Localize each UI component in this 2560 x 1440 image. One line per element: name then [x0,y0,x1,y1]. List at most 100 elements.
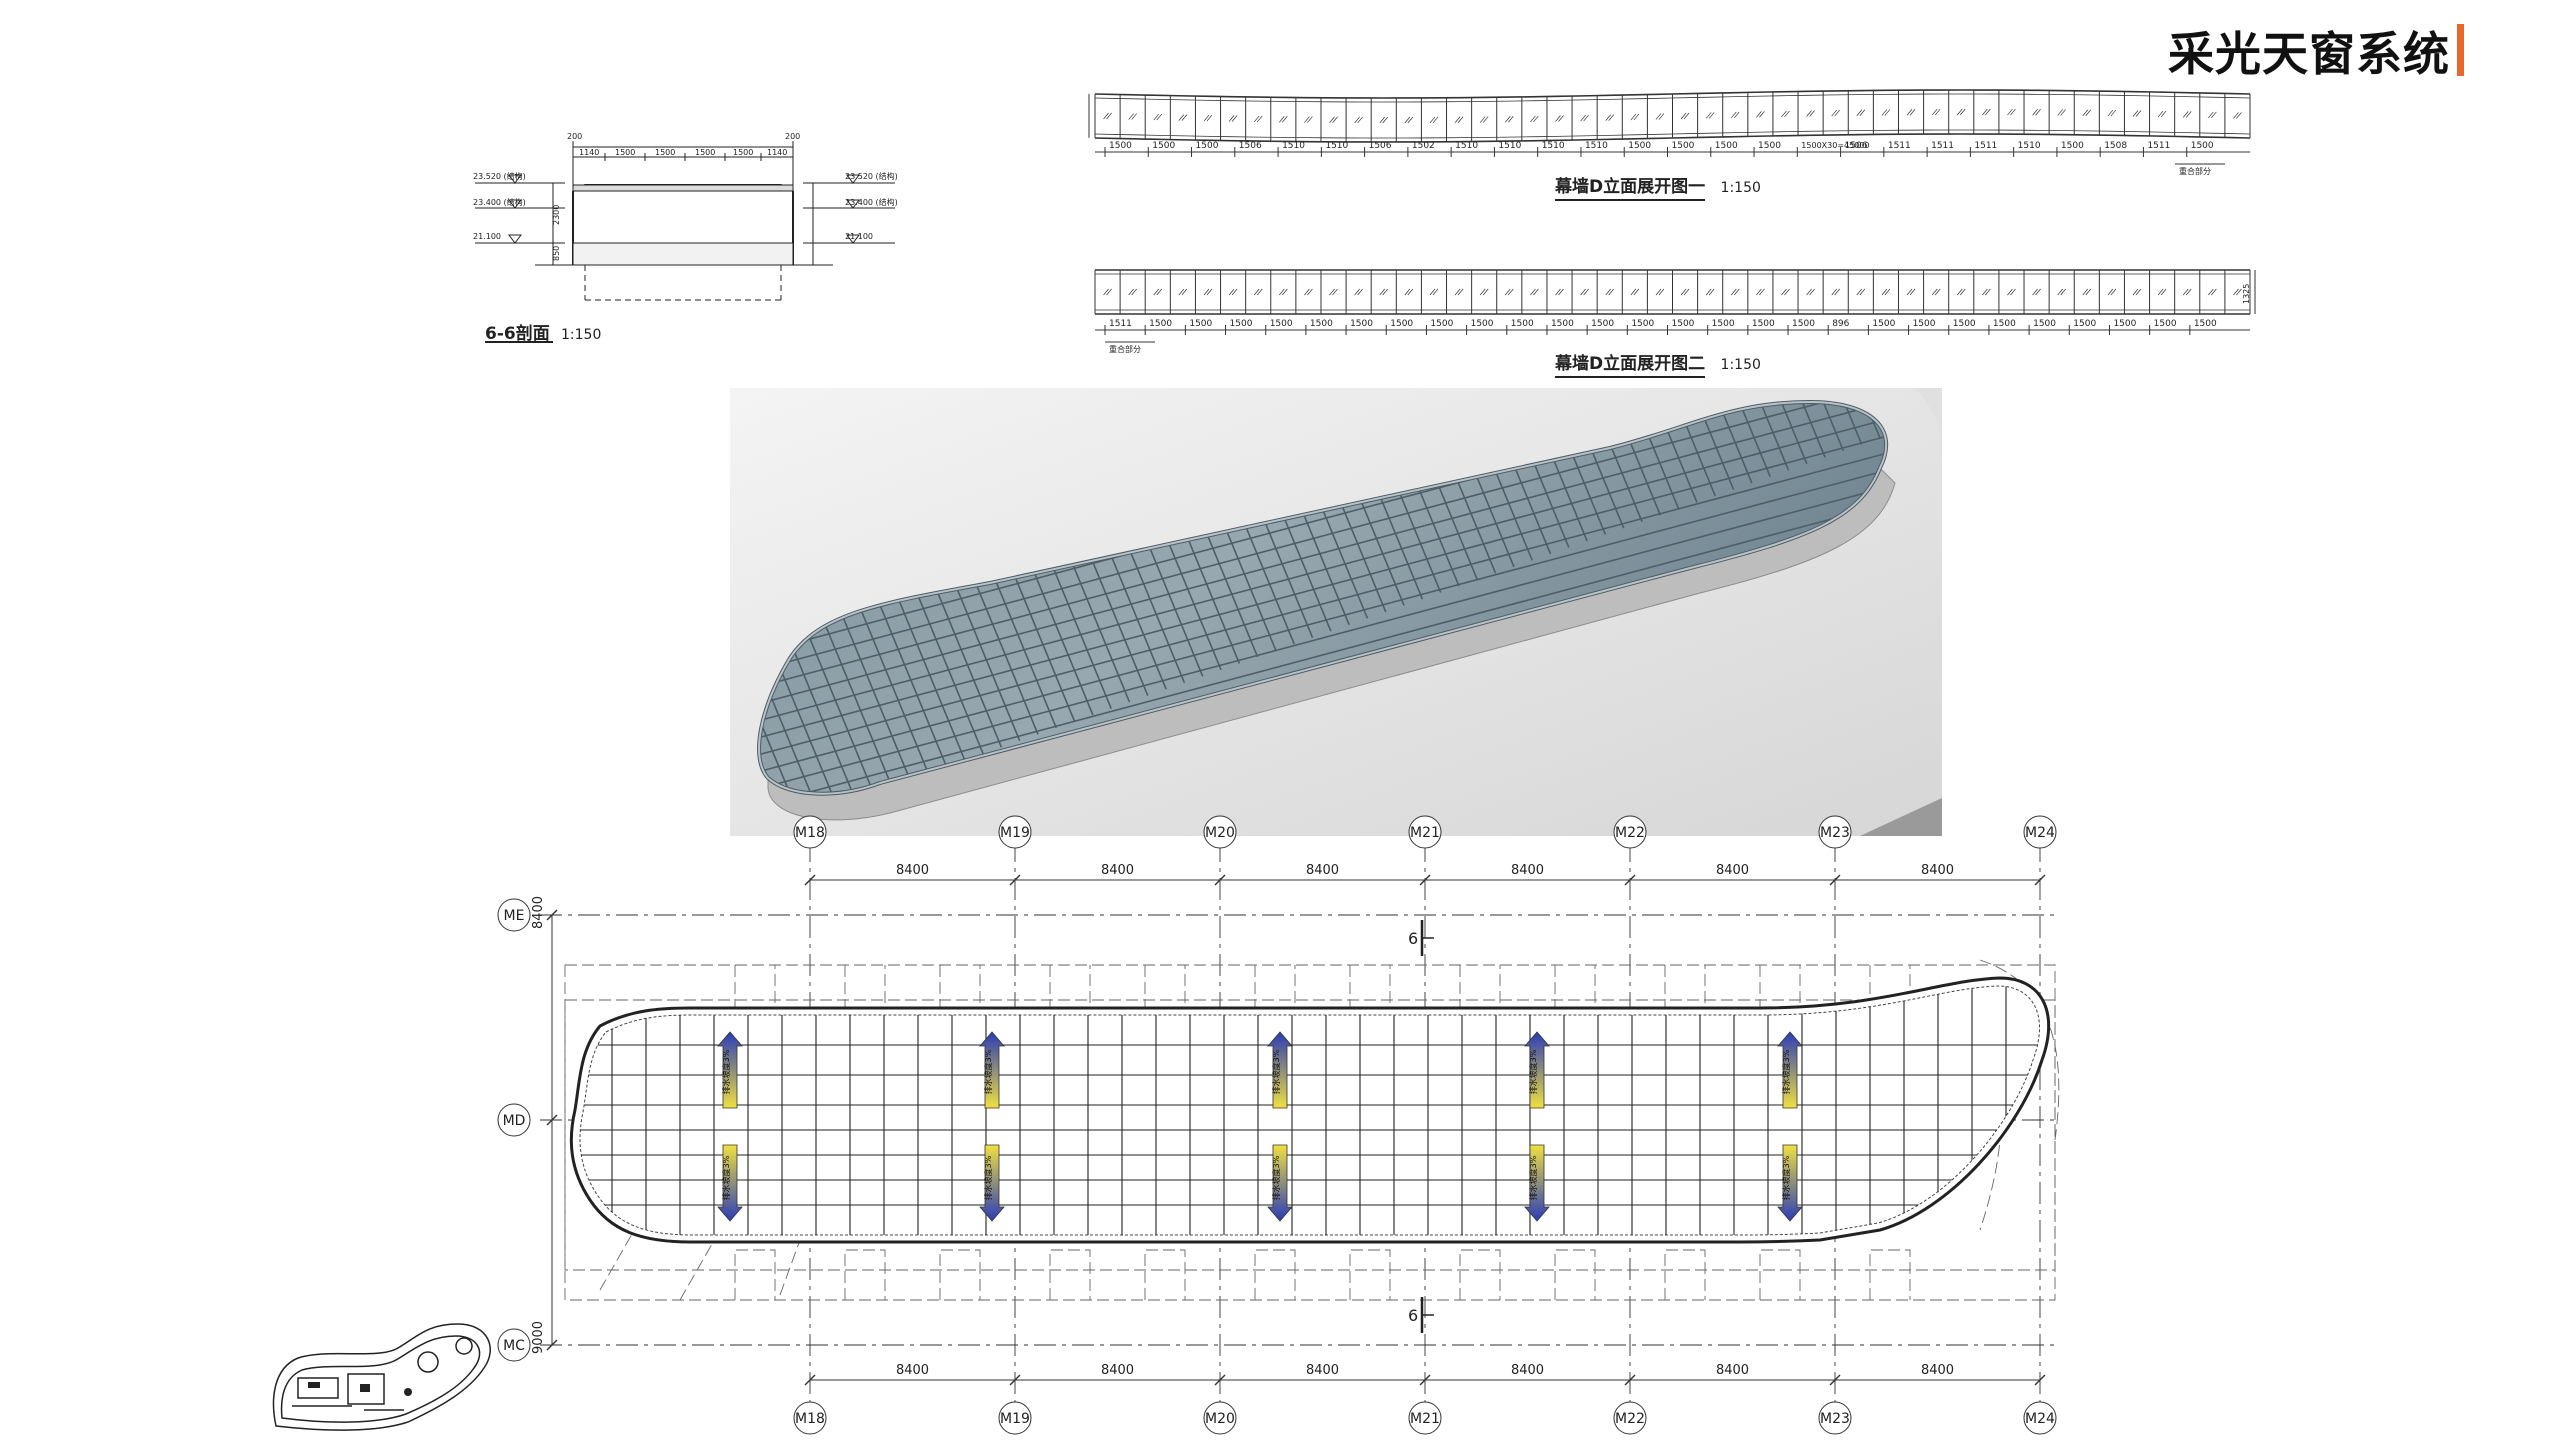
elevation-dimension-label: 1510 [1585,141,1608,151]
glass-hatch-mark [1658,288,1665,296]
glass-hatch-mark [2032,288,2038,296]
glass-hatch-mark [1128,288,1134,296]
elevation-dimension-label: 1506 [1239,141,1262,151]
dimension-tick [2034,1374,2046,1386]
elevation-dimension-label: 1500 [1471,319,1494,329]
structure-beam [1144,1249,1186,1300]
elevation-1-title: 幕墙D立面展开图一 [1555,177,1706,201]
glass-hatch-mark [1203,114,1210,122]
glass-hatch-mark [1505,116,1511,123]
glass-hatch-mark [1608,288,1614,296]
glass-hatch-mark [1231,115,1238,122]
elevation-dimension-label: 1500X30=45000 [1801,141,1869,150]
glass-hatch-mark [1379,288,1386,296]
glass-hatch-mark [1407,116,1414,124]
dimension-tick [1419,1374,1431,1386]
right-level-label: 23.520 (结构) [845,171,898,181]
dimension-tick [546,1339,558,1351]
skylight-3d-render [730,388,1942,836]
glass-hatch-mark [1131,113,1137,120]
elevation-dimension-label: 1500 [1758,141,1781,151]
skylight-outline [569,976,2051,1244]
glass-hatch-mark [1731,288,1737,296]
right-level-label: 23.400 (结构) [845,197,898,207]
elevation-dimension-label: 1506 [1369,141,1392,151]
elevation-dimension-label: 1508 [2104,141,2127,151]
slope-arrow-down [979,1144,1005,1222]
elevation-linework [1094,269,2256,343]
left-level-label: 21.100 [473,232,501,241]
glass-hatch-mark [2007,288,2013,296]
glass-hatch-mark [1558,115,1564,122]
glass-hatch-mark [1759,288,1765,296]
column-axis-bubble [2023,1401,2057,1435]
glass-hatch-mark [1508,116,1514,123]
glass-hatch-mark [2085,288,2092,296]
glass-hatch-mark [2160,110,2167,118]
row-dimension-label: 8400 [531,896,546,929]
glass-hatch-mark [1332,288,1338,296]
glass-hatch-mark [2182,111,2189,118]
column-axis-label: M23 [1820,1411,1850,1427]
section-dim: 1140 [579,148,599,157]
column-axis-label: M21 [1410,825,1440,841]
elevation-dimension-label: 1500 [1551,319,1574,329]
column-axis-label: M19 [1000,1411,1030,1427]
glass-hatch-mark [1959,108,1966,116]
column-axis-bubble [1203,1401,1237,1435]
glass-hatch-mark [2132,110,2139,117]
glass-hatch-mark [1959,288,1966,296]
glass-hatch-mark [1128,113,1134,120]
elevation-dimension-label: 1500 [1430,319,1453,329]
slope-arrow-up-label: 排水坡度3% [721,1049,731,1094]
section-dim: 1500 [695,148,715,157]
bay-dimension-label: 8400 [1921,1363,1954,1378]
column-axis-bubble [793,815,827,849]
glass-hatch-mark [2211,111,2217,119]
dimension-tick [1009,1374,1021,1386]
glass-hatch-mark [1580,288,1586,296]
glass-hatch-mark [1734,288,1740,296]
glass-hatch-mark [1756,111,1762,118]
glass-hatch-mark [1454,288,1461,296]
glass-hatch-mark [2107,109,2114,117]
glass-hatch-mark [1479,288,1486,296]
column-axis-label: M22 [1615,1411,1645,1427]
dimension-tick [1624,1374,1636,1386]
column-axis-bubble [793,1401,827,1435]
elevation-dimension-label: 1500 [1591,319,1614,329]
dimension-tick [2034,874,2046,886]
glass-hatch-mark [1253,115,1260,123]
section-dim: 1500 [733,148,753,157]
glass-hatch-mark [2035,288,2041,296]
column-axis-bubble [1818,815,1852,849]
structure-beam [1254,1249,1296,1300]
glass-hatch-mark [1457,288,1464,296]
skylight-inner-outline [579,985,2040,1236]
elevation-2-title-block: 幕墙D立面展开图二 1:150 [1555,349,1761,378]
dimension-tick [546,1114,558,1126]
dimension-tick [804,1374,816,1386]
glass-hatch-mark [1655,288,1662,296]
glass-hatch-mark [1881,109,1888,116]
glass-hatch-mark [1156,288,1163,296]
slope-arrow-up [1777,1031,1803,1109]
elevation-dimension-label: 1511 [1974,141,1997,151]
render-grid-line [759,463,1887,775]
section-dim: 1500 [615,148,635,157]
slope-arrow-up-label: 排水坡度3% [1528,1049,1538,1094]
render-grid-line [1003,551,1076,722]
glass-hatch-mark [1856,288,1863,296]
structure-beam [844,1249,886,1300]
section-dim: 1500 [655,148,675,157]
page-title: 采光天窗系统 [2168,27,2450,81]
elevation-dimension-label: 1510 [2018,141,2041,151]
glass-hatch-mark [1407,288,1414,296]
elevation-dimension-label: 1511 [1931,141,1954,151]
glass-hatch-mark [1206,288,1213,296]
glass-hatch-mark [1332,116,1338,123]
overlap-label: 重合部分 [2179,166,2211,176]
skylight-grid [579,986,2040,1235]
column-axis-bubble [998,1401,1032,1435]
elevation-dimension-label: 1500 [1672,141,1695,151]
